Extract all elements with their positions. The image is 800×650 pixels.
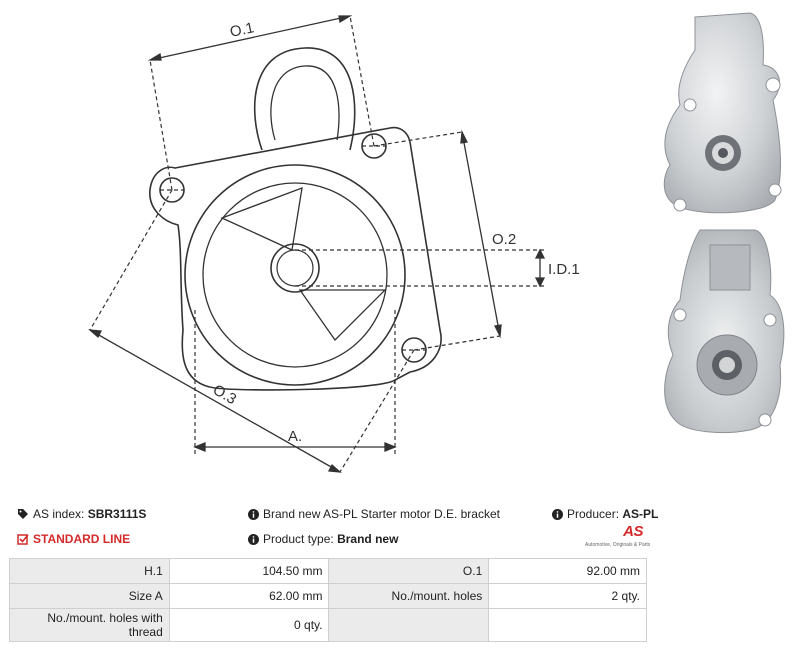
segment (298, 289, 387, 342)
top-lug-inner (270, 65, 340, 141)
spec-value: 0 qty. (168, 608, 330, 642)
producer-label: Producer: (567, 507, 620, 521)
product-type-label: Product type: (263, 532, 334, 546)
checkbox-icon (17, 534, 29, 545)
description: Brand new AS-PL Starter motor D.E. brack… (248, 506, 500, 522)
producer: Producer: AS-PL (552, 506, 658, 522)
shaft-bore-inner (276, 249, 314, 287)
as-index: AS index: SBR3111S (17, 506, 146, 522)
spec-label (328, 608, 490, 642)
as-pl-logo: AS Automotive, Originals & Parts (585, 523, 655, 551)
spec-label: H.1 (9, 558, 170, 584)
info-icon (248, 509, 259, 520)
table-row: No./mount. holes with thread 0 qty. (9, 608, 647, 642)
segment (220, 186, 303, 251)
table-row: H.1 104.50 mm O.1 92.00 mm (9, 558, 647, 584)
spec-value: 92.00 mm (488, 558, 647, 584)
product-photo-top (663, 12, 782, 214)
spec-value (488, 608, 647, 642)
label-a: A. (288, 428, 302, 445)
label-id1: I.D.1 (548, 261, 580, 278)
info-icon (248, 534, 259, 545)
standard-line-label: STANDARD LINE (33, 532, 131, 546)
logo-tagline: Automotive, Originals & Parts (585, 542, 651, 548)
bracket-outline (149, 126, 442, 391)
top-lug (253, 47, 356, 151)
spec-label: Size A (9, 583, 170, 609)
info-icon (552, 509, 563, 520)
label-o1: O.1 (228, 19, 255, 41)
spec-label: No./mount. holes with thread (9, 608, 170, 642)
as-index-label: AS index: (33, 507, 85, 521)
product-type-value: Brand new (337, 532, 399, 546)
table-row: Size A 62.00 mm No./mount. holes 2 qty. (9, 583, 647, 609)
label-o2: O.2 (492, 231, 516, 248)
specs-table: H.1 104.50 mm O.1 92.00 mm Size A 62.00 … (9, 558, 647, 642)
product-photo-bottom (664, 229, 785, 434)
tag-icon (18, 509, 28, 519)
spec-value: 104.50 mm (168, 558, 330, 584)
description-text: Brand new AS-PL Starter motor D.E. brack… (263, 507, 500, 521)
logo-mark: AS (623, 523, 643, 540)
technical-drawing: O.1 O.2 O.3 A. I.D.1 (88, 15, 580, 473)
main-bore-outer (184, 164, 406, 386)
spec-label: O.1 (328, 558, 490, 584)
main-bore-inner (202, 182, 388, 368)
spec-value: 2 qty. (488, 583, 647, 609)
as-index-value: SBR3111S (87, 507, 147, 521)
spec-value: 62.00 mm (168, 583, 330, 609)
producer-value: AS-PL (622, 507, 659, 521)
spec-label: No./mount. holes (328, 583, 490, 609)
product-type: Product type: Brand new (248, 531, 398, 547)
standard-line: STANDARD LINE (17, 531, 130, 547)
label-o3: O.3 (210, 381, 239, 408)
shaft-bore-outer (270, 243, 320, 293)
